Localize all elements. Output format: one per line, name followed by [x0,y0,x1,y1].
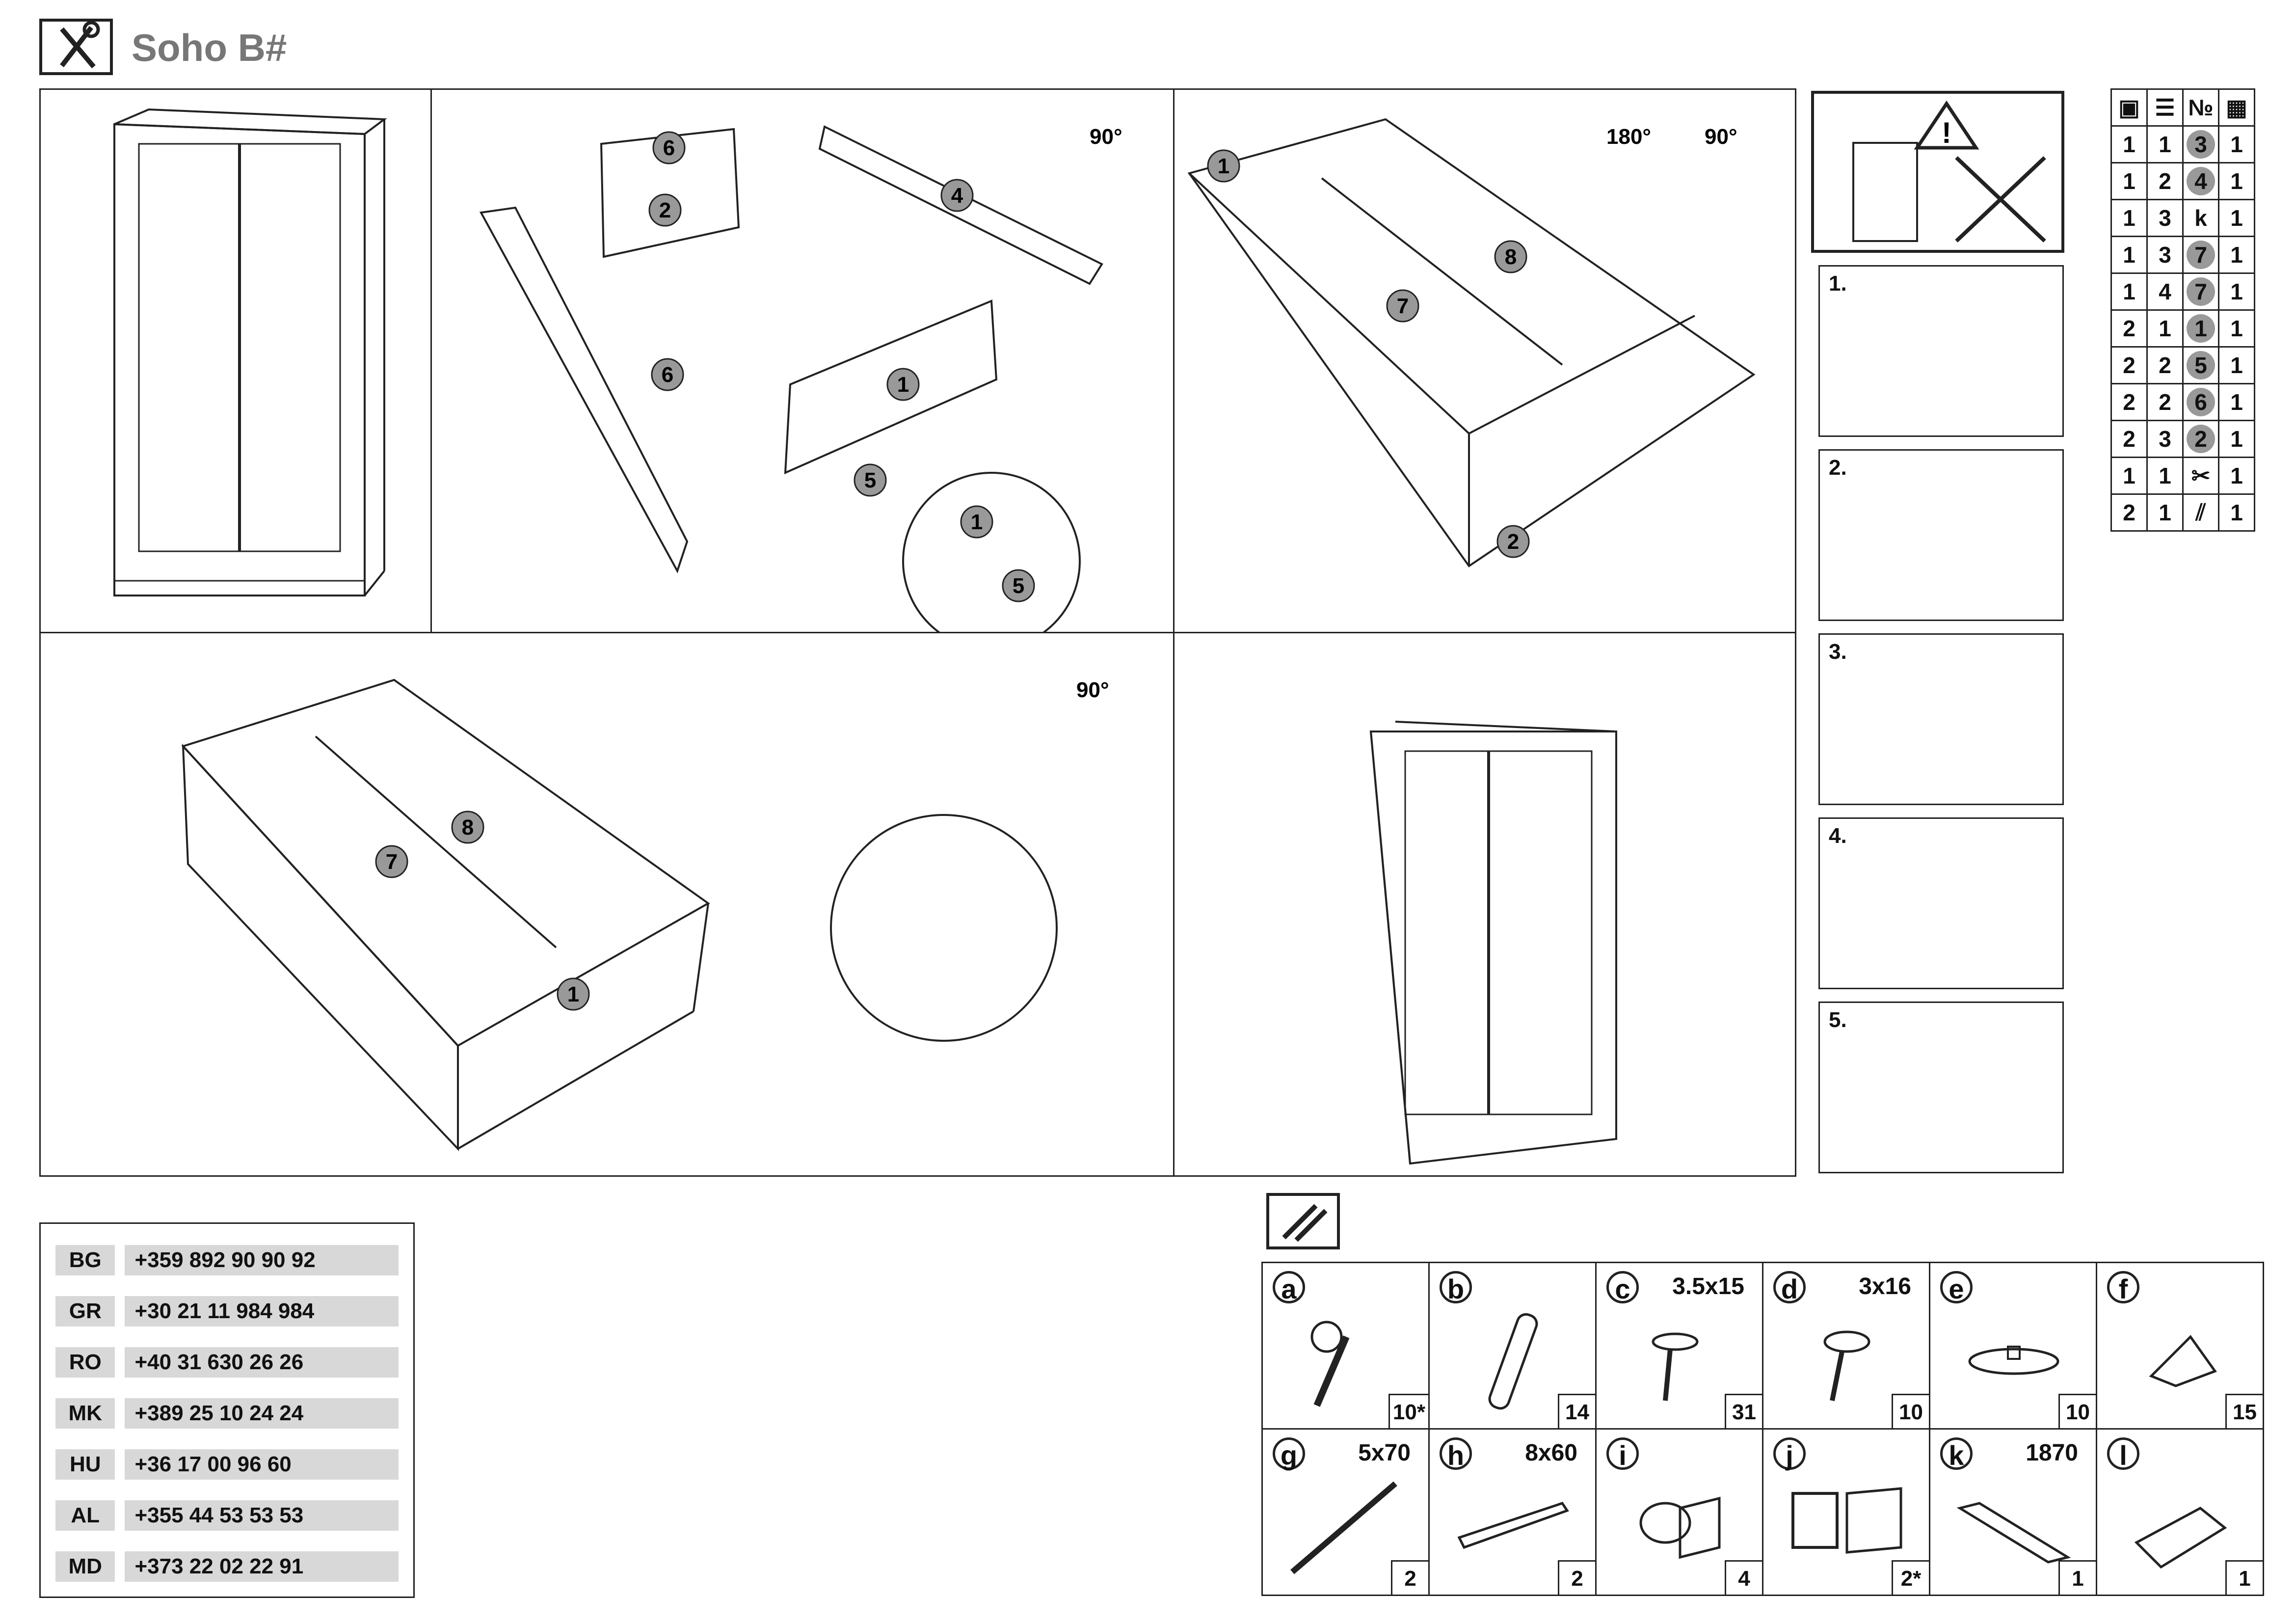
fix-step-4: 4. [1818,817,2064,989]
phone-number: +359 892 90 90 92 [125,1245,399,1275]
cam-dowel-icon [1310,1321,1350,1407]
number-header: № [2182,88,2219,127]
panel-label: 6 [662,363,673,387]
screws-icon [1266,1193,1340,1249]
phone-number: +373 22 02 22 91 [125,1551,399,1582]
contact-row: GR+30 21 11 984 984 [55,1286,399,1337]
wood-dowel-icon [1488,1313,1538,1410]
panel-label: 7 [386,850,398,874]
panel-label: 1 [971,510,983,534]
screw-icon [1652,1332,1699,1401]
contact-row: MD+373 22 02 22 91 [55,1541,399,1592]
angle-bracket-icon [2134,1507,2227,1569]
panel-label: 8 [1505,245,1517,269]
panel-label: 4 [951,184,963,208]
fix-step-1: 1. [1818,265,2064,437]
rotation-label: 180° [1606,125,1651,149]
panel-label: 1 [1218,154,1229,178]
fix-step-2: 2. [1818,449,2064,621]
phone-number: +36 17 00 96 60 [125,1449,399,1480]
contact-row: AL+355 44 53 53 53 [55,1490,399,1541]
fix-step-3: 3. [1818,633,2064,805]
svg-text:!: ! [1942,116,1951,149]
rotation-label: 90° [1705,125,1737,149]
contact-row: RO+40 31 630 26 26 [55,1337,399,1388]
panel-label: 1 [897,373,909,397]
step-glides-assembly: 8 7 1 90° [39,632,1175,1177]
step-wall-fixing [1173,632,1796,1177]
parts-header-row: ▣ ☰ № ▦ [2110,88,2255,127]
contact-row: BG+359 892 90 90 92 [55,1235,399,1286]
phone-number: +389 25 10 24 24 [125,1398,399,1429]
stack-icon: ☰ [2146,88,2184,127]
glide-icon [1968,1346,2059,1375]
panel-label: 5 [1013,574,1024,598]
step-number: 2. [1829,456,1847,480]
panel-label: 7 [1397,294,1409,318]
cabinet-overview-panel [39,88,432,633]
long-screw-icon [1290,1481,1397,1574]
step-number: 4. [1829,824,1847,848]
screw-icon [1823,1330,1870,1401]
step-number: 1. [1829,271,1847,296]
contact-row: HU+36 17 00 96 60 [55,1439,399,1490]
contact-row: MK+389 25 10 24 24 [55,1388,399,1439]
panel-label: 2 [659,198,671,222]
step-number: 3. [1829,640,1847,664]
phone-number: +40 31 630 26 26 [125,1347,399,1378]
wall-plug-icon [1457,1502,1569,1549]
panel-label: 6 [663,136,675,160]
panel-label: 2 [1507,530,1519,554]
profile-icon [1956,1502,2071,1564]
hanger-icon [1639,1496,1721,1559]
contacts-box: BG+359 892 90 90 92 GR+30 21 11 984 984 … [39,1222,415,1598]
panel-label: 1 [567,982,579,1006]
grid-icon: ▦ [2218,88,2255,127]
step-number: 5. [1829,1008,1847,1032]
tools-icon [39,19,113,75]
cabinet-illustration [113,108,387,596]
corner-block-icon [2149,1335,2217,1387]
panel-label: 8 [462,815,474,839]
phone-number: +30 21 11 984 984 [125,1296,399,1326]
warning-panel: ! [1811,91,2064,253]
wall-bracket-icon [1791,1487,1902,1554]
panel-label: 5 [864,468,876,492]
page-title: Soho B# [132,26,287,69]
box-icon: ▣ [2110,88,2148,127]
step-panels-assembly: 6 2 6 4 1 5 1 5 90° [430,88,1175,650]
fix-step-5: 5. [1818,1001,2064,1173]
tools-icon: ✂ [2182,457,2219,495]
phone-number: +355 44 53 53 53 [125,1500,399,1531]
step-base-assembly: 1 8 7 2 180° 90° [1173,88,1796,633]
rotation-label: 90° [1090,125,1122,149]
screws-icon: ⫽ [2182,493,2219,532]
rotation-label: 90° [1076,678,1109,702]
